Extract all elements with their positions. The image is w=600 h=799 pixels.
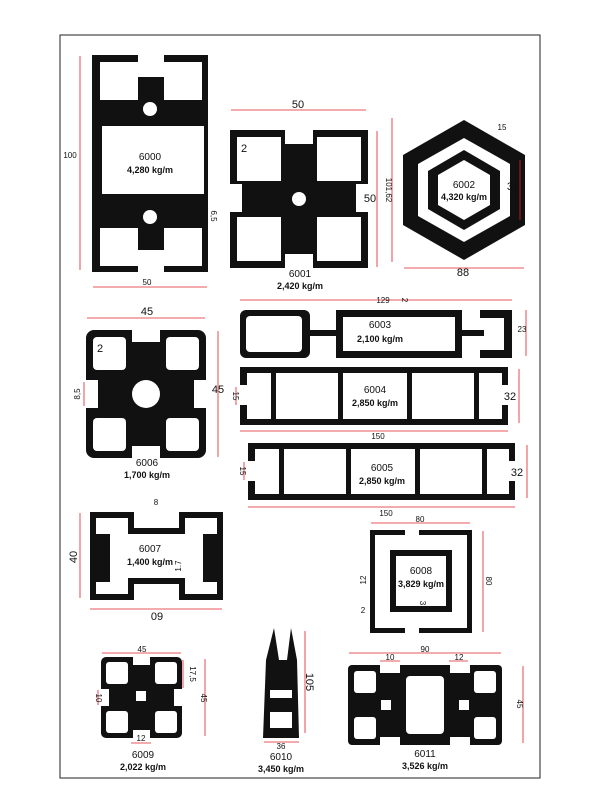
dim-label: 8 <box>154 498 159 507</box>
profile-6010: 105 36 6010 3,450 kg/m <box>258 628 315 774</box>
profile-weight: 3,450 kg/m <box>258 764 304 774</box>
dim-label: 105 <box>303 673 315 691</box>
dim-label: 40 <box>68 551 80 563</box>
profile-code: 6010 <box>270 752 293 763</box>
dim-label: 15 <box>231 392 240 401</box>
sheet-border <box>59 34 541 779</box>
dim-label: 6,5 <box>209 210 218 222</box>
profile-code: 6004 <box>364 385 387 396</box>
profile-code: 6011 <box>414 749 436 760</box>
profile-code: 6003 <box>369 320 392 331</box>
dim-label: 10 <box>94 694 103 703</box>
dim-label: 8,5 <box>73 388 82 400</box>
dim-label: 129 <box>376 296 390 305</box>
profile-6009: 45 17,5 10 45 12 6009 2,022 kg/m <box>94 645 208 772</box>
dim-label: 12 <box>137 734 146 743</box>
profile-code: 6002 <box>453 180 476 191</box>
dim-label: 09 <box>151 611 163 623</box>
profile-6006: 45 2 8,5 45 6006 1,700 kg/m <box>73 306 224 480</box>
dim-label: 88 <box>457 267 469 279</box>
dim-label: 1.7 <box>174 560 183 572</box>
dim-label: 2 <box>97 343 103 355</box>
dim-label: 23 <box>518 325 527 334</box>
profile-code: 6008 <box>410 566 433 577</box>
profile-code: 6007 <box>139 544 162 555</box>
profile-weight: 1,400 kg/m <box>127 557 173 567</box>
dim-label: 32 <box>507 181 519 193</box>
profile-6007: 8 40 1.7 09 6007 1,400 kg/m <box>68 498 223 623</box>
profile-code: 6009 <box>132 750 155 761</box>
dim-label: 45 <box>141 306 153 318</box>
profile-weight: 3,526 kg/m <box>402 761 448 771</box>
dim-label: 45 <box>515 700 524 709</box>
profile-weight: 2,850 kg/m <box>359 476 405 486</box>
dim-label: 50 <box>143 278 152 287</box>
profile-6002: 101,62 15 32 88 6002 4,320 kg/m <box>384 118 525 279</box>
dim-label: 50 <box>292 99 304 111</box>
dim-label: 32 <box>511 467 523 479</box>
dim-label: 10 <box>386 653 395 662</box>
profile-6008: 80 12 2 3 80 6008 3,829 kg/m <box>359 515 493 633</box>
dim-label: 12 <box>359 575 368 584</box>
dim-label: 45 <box>199 694 208 703</box>
dim-label: 17,5 <box>188 666 197 682</box>
profile-6000: 100 50 6,5 6000 4,280 kg/m <box>63 55 218 288</box>
dim-label: 101,62 <box>384 178 393 203</box>
profile-weight: 4,280 kg/m <box>127 165 173 175</box>
profile-weight: 4,320 kg/m <box>441 192 487 202</box>
profile-weight: 2,850 kg/m <box>352 398 398 408</box>
dim-label: 150 <box>371 432 385 441</box>
dim-label: 36 <box>277 742 286 751</box>
dim-label: 15 <box>498 123 507 132</box>
dim-label: 90 <box>421 645 430 654</box>
dim-label: 2 <box>361 606 366 615</box>
profile-weight: 1,700 kg/m <box>124 470 170 480</box>
dim-label: 15 <box>238 467 247 476</box>
profile-weight: 2,420 kg/m <box>277 281 323 291</box>
dim-label: 2 <box>400 298 409 303</box>
dim-label: 80 <box>484 577 493 586</box>
profile-6011: 90 10 12 45 6011 3,526 kg/m <box>348 645 524 771</box>
dim-label: 32 <box>504 391 516 403</box>
profile-code: 6005 <box>371 463 394 474</box>
profile-code: 6000 <box>139 152 162 163</box>
dim-label: 12 <box>455 653 464 662</box>
dim-label: 80 <box>416 515 425 524</box>
profile-weight: 2,022 kg/m <box>120 762 166 772</box>
dim-label: 2 <box>241 143 247 155</box>
dim-label: 50 <box>364 193 376 205</box>
dim-label: 100 <box>63 151 77 160</box>
profile-code: 6006 <box>136 458 159 469</box>
profile-weight: 3,829 kg/m <box>398 579 444 589</box>
dim-label: 3 <box>418 601 427 606</box>
dim-label: 45 <box>138 645 147 654</box>
profile-6004: 15 32 150 6004 2,850 kg/m <box>231 367 520 441</box>
profile-code: 6001 <box>289 269 312 280</box>
profile-weight: 2,100 kg/m <box>357 334 403 344</box>
profile-6001: 50 2 50 6001 2,420 kg/m <box>230 99 378 291</box>
dim-label: 45 <box>212 384 224 396</box>
dim-label: 150 <box>379 509 393 518</box>
profile-6005: 15 32 150 6005 2,850 kg/m <box>238 443 528 518</box>
profile-6003: 129 2 23 6003 2,100 kg/m <box>240 296 527 358</box>
